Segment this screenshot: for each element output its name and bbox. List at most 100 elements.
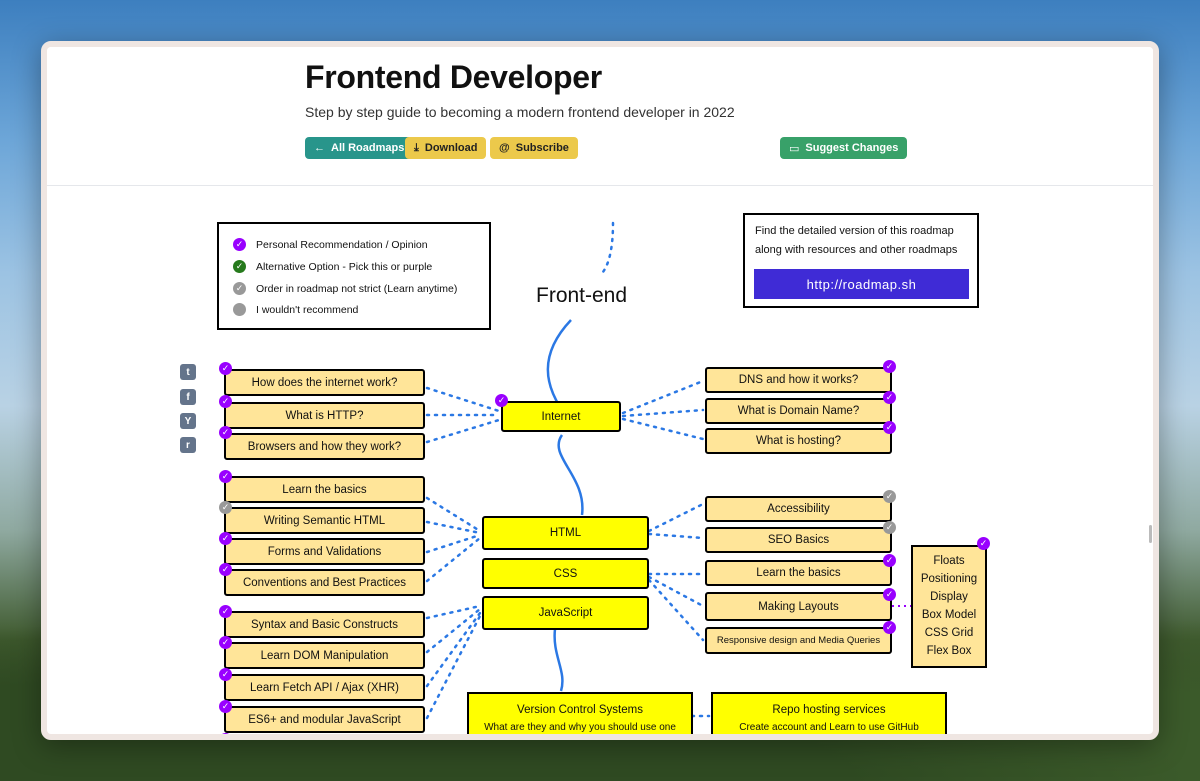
gray-check-icon: ✓ [883, 521, 896, 534]
node-forms[interactable]: Forms and Validations [224, 538, 425, 565]
purple-check-icon: ✓ [219, 605, 232, 618]
node-responsive-design[interactable]: Responsive design and Media Queries [705, 627, 892, 654]
gray-dot-icon [233, 303, 246, 316]
node-label: Learn Fetch API / Ajax (XHR) [250, 681, 399, 694]
node-dns[interactable]: DNS and how it works? [705, 367, 892, 393]
facebook-icon[interactable]: f [180, 389, 196, 405]
node-domain-name[interactable]: What is Domain Name? [705, 398, 892, 424]
node-label: ES6+ and modular JavaScript [248, 713, 401, 726]
node-repo-hosting[interactable]: Repo hosting services Create account and… [711, 692, 947, 734]
roadmap-connectors [425, 221, 911, 720]
suggest-changes-button[interactable]: ▭ Suggest Changes [780, 137, 908, 159]
purple-check-icon: ✓ [883, 391, 896, 404]
node-description: What are they and why you should use one [484, 722, 676, 733]
node-version-control[interactable]: Version Control Systems What are they an… [467, 692, 693, 734]
node-hosting[interactable]: What is hosting? [705, 428, 892, 454]
purple-check-icon: ✓ [219, 532, 232, 545]
reddit-icon[interactable]: r [180, 437, 196, 453]
comment-icon: ▭ [789, 142, 800, 155]
node-seo[interactable]: SEO Basics [705, 527, 892, 553]
twitter-icon[interactable]: t [180, 364, 196, 380]
layout-item: Flex Box [926, 645, 972, 657]
node-es6[interactable]: ES6+ and modular JavaScript [224, 706, 425, 733]
scrollbar-handle[interactable] [1149, 525, 1152, 543]
purple-check-icon: ✓ [219, 395, 232, 408]
hackernews-icon[interactable]: Y [180, 413, 196, 429]
node-label: Syntax and Basic Constructs [250, 618, 398, 631]
purple-check-icon: ✓ [219, 470, 232, 483]
all-roadmaps-label: All Roadmaps [331, 142, 405, 154]
node-label: Making Layouts [758, 600, 839, 613]
roadmap-canvas: ✓ Personal Recommendation / Opinion ✓ Al… [47, 186, 1153, 734]
purple-check-icon: ✓ [219, 733, 232, 734]
node-label: Writing Semantic HTML [263, 514, 386, 527]
purple-check-icon: ✓ [219, 426, 232, 439]
node-how-internet-works[interactable]: How does the internet work? [224, 369, 425, 396]
gray-check-icon: ✓ [233, 282, 246, 295]
purple-check-icon: ✓ [219, 362, 232, 375]
browser-window: Frontend Developer Step by step guide to… [41, 41, 1159, 740]
topic-label: HTML [549, 527, 582, 539]
purple-check-icon: ✓ [883, 621, 896, 634]
node-label: What is HTTP? [285, 409, 364, 422]
purple-check-icon: ✓ [883, 360, 896, 373]
topic-css[interactable]: CSS [482, 558, 649, 589]
info-box: Find the detailed version of this roadma… [743, 213, 979, 308]
node-dom[interactable]: Learn DOM Manipulation [224, 642, 425, 669]
legend-label: Alternative Option - Pick this or purple [256, 260, 433, 273]
roadmap-link-button[interactable]: http://roadmap.sh [754, 269, 969, 299]
purple-check-icon: ✓ [883, 421, 896, 434]
gray-check-icon: ✓ [883, 490, 896, 503]
legend-item: ✓ Order in roadmap not strict (Learn any… [233, 282, 457, 295]
layout-item: CSS Grid [924, 627, 974, 639]
root-node-label: Front-end [536, 284, 628, 307]
node-conventions[interactable]: Conventions and Best Practices [224, 569, 425, 596]
legend-item: ✓ Alternative Option - Pick this or purp… [233, 260, 432, 273]
legend-item: ✓ Personal Recommendation / Opinion [233, 238, 428, 251]
purple-check-icon: ✓ [219, 668, 232, 681]
purple-check-icon: ✓ [883, 588, 896, 601]
node-label: Browsers and how they work? [247, 440, 402, 453]
node-syntax[interactable]: Syntax and Basic Constructs [224, 611, 425, 638]
legend-label: I wouldn't recommend [256, 303, 359, 316]
node-label: Learn the basics [282, 483, 367, 496]
gray-check-icon: ✓ [219, 501, 232, 514]
node-semantic-html[interactable]: Writing Semantic HTML [224, 507, 425, 534]
topic-html[interactable]: HTML [482, 516, 649, 550]
download-icon: ⤓ [414, 141, 419, 154]
topic-javascript[interactable]: JavaScript [482, 596, 649, 630]
purple-check-icon: ✓ [219, 636, 232, 649]
layout-topics-list[interactable]: Floats Positioning Display Box Model CSS… [911, 545, 987, 668]
node-browsers[interactable]: Browsers and how they work? [224, 433, 425, 460]
topic-label: JavaScript [538, 607, 593, 619]
node-label: SEO Basics [767, 534, 830, 546]
download-button[interactable]: ⤓ Download [405, 137, 487, 159]
page-header: Frontend Developer Step by step guide to… [47, 47, 1153, 186]
layout-item: Positioning [920, 573, 978, 585]
page-subtitle: Step by step guide to becoming a modern … [305, 104, 735, 120]
layout-item: Floats [933, 555, 965, 567]
node-html-basics[interactable]: Learn the basics [224, 476, 425, 503]
node-label: What is hosting? [755, 435, 841, 447]
subscribe-button[interactable]: @ Subscribe [490, 137, 578, 159]
node-fetch[interactable]: Learn Fetch API / Ajax (XHR) [224, 674, 425, 701]
node-label: Conventions and Best Practices [242, 576, 406, 589]
suggest-changes-label: Suggest Changes [805, 142, 899, 154]
node-what-is-http[interactable]: What is HTTP? [224, 402, 425, 429]
node-accessibility[interactable]: Accessibility [705, 496, 892, 522]
node-title: Repo hosting services [772, 704, 886, 716]
node-css-basics[interactable]: Learn the basics [705, 560, 892, 586]
topic-label: Internet [541, 410, 581, 423]
layout-item: Display [930, 591, 968, 603]
node-title: Version Control Systems [517, 704, 643, 716]
node-making-layouts[interactable]: Making Layouts [705, 592, 892, 621]
all-roadmaps-button[interactable]: ← All Roadmaps [305, 137, 414, 159]
layout-item: Box Model [921, 609, 977, 621]
topic-internet[interactable]: Internet [501, 401, 621, 432]
purple-check-icon: ✓ [219, 700, 232, 713]
legend-box: ✓ Personal Recommendation / Opinion ✓ Al… [217, 222, 491, 330]
topic-label: CSS [553, 567, 578, 580]
page-title: Frontend Developer [305, 59, 602, 95]
node-label: Learn the basics [756, 567, 841, 579]
node-label: Accessibility [767, 503, 830, 515]
